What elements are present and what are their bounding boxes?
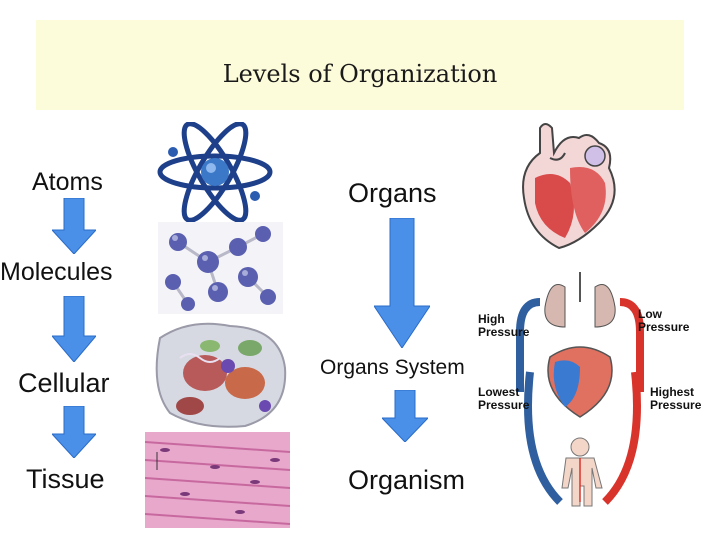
label-high-pressure: High Pressure — [478, 312, 530, 339]
label-molecules: Molecules — [0, 258, 113, 286]
molecules-illustration — [158, 222, 283, 314]
label-lowest-pressure: Lowest Pressure — [478, 385, 530, 412]
label-cellular: Cellular — [18, 368, 110, 398]
circulatory-system-diagram — [470, 262, 720, 524]
heart-illustration — [510, 118, 620, 258]
down-arrow-icon — [52, 406, 96, 458]
page-title: Levels of Organization — [222, 60, 498, 88]
cell-illustration — [150, 318, 290, 430]
tissue-illustration — [145, 432, 290, 528]
label-organs-system: Organs System — [320, 356, 465, 379]
label-low-pressure: Low Pressure — [638, 307, 690, 334]
label-organism: Organism — [348, 465, 466, 495]
label-atoms: Atoms — [32, 168, 103, 196]
down-arrow-icon — [374, 218, 430, 348]
atom-illustration — [155, 122, 275, 222]
down-arrow-icon — [52, 296, 96, 362]
label-organs: Organs — [348, 178, 437, 208]
title-banner: Levels of Organization — [36, 20, 684, 110]
down-arrow-icon — [52, 198, 96, 254]
label-highest-pressure: Highest Pressure — [650, 385, 702, 412]
label-tissue: Tissue — [26, 464, 105, 494]
down-arrow-icon — [382, 390, 428, 442]
